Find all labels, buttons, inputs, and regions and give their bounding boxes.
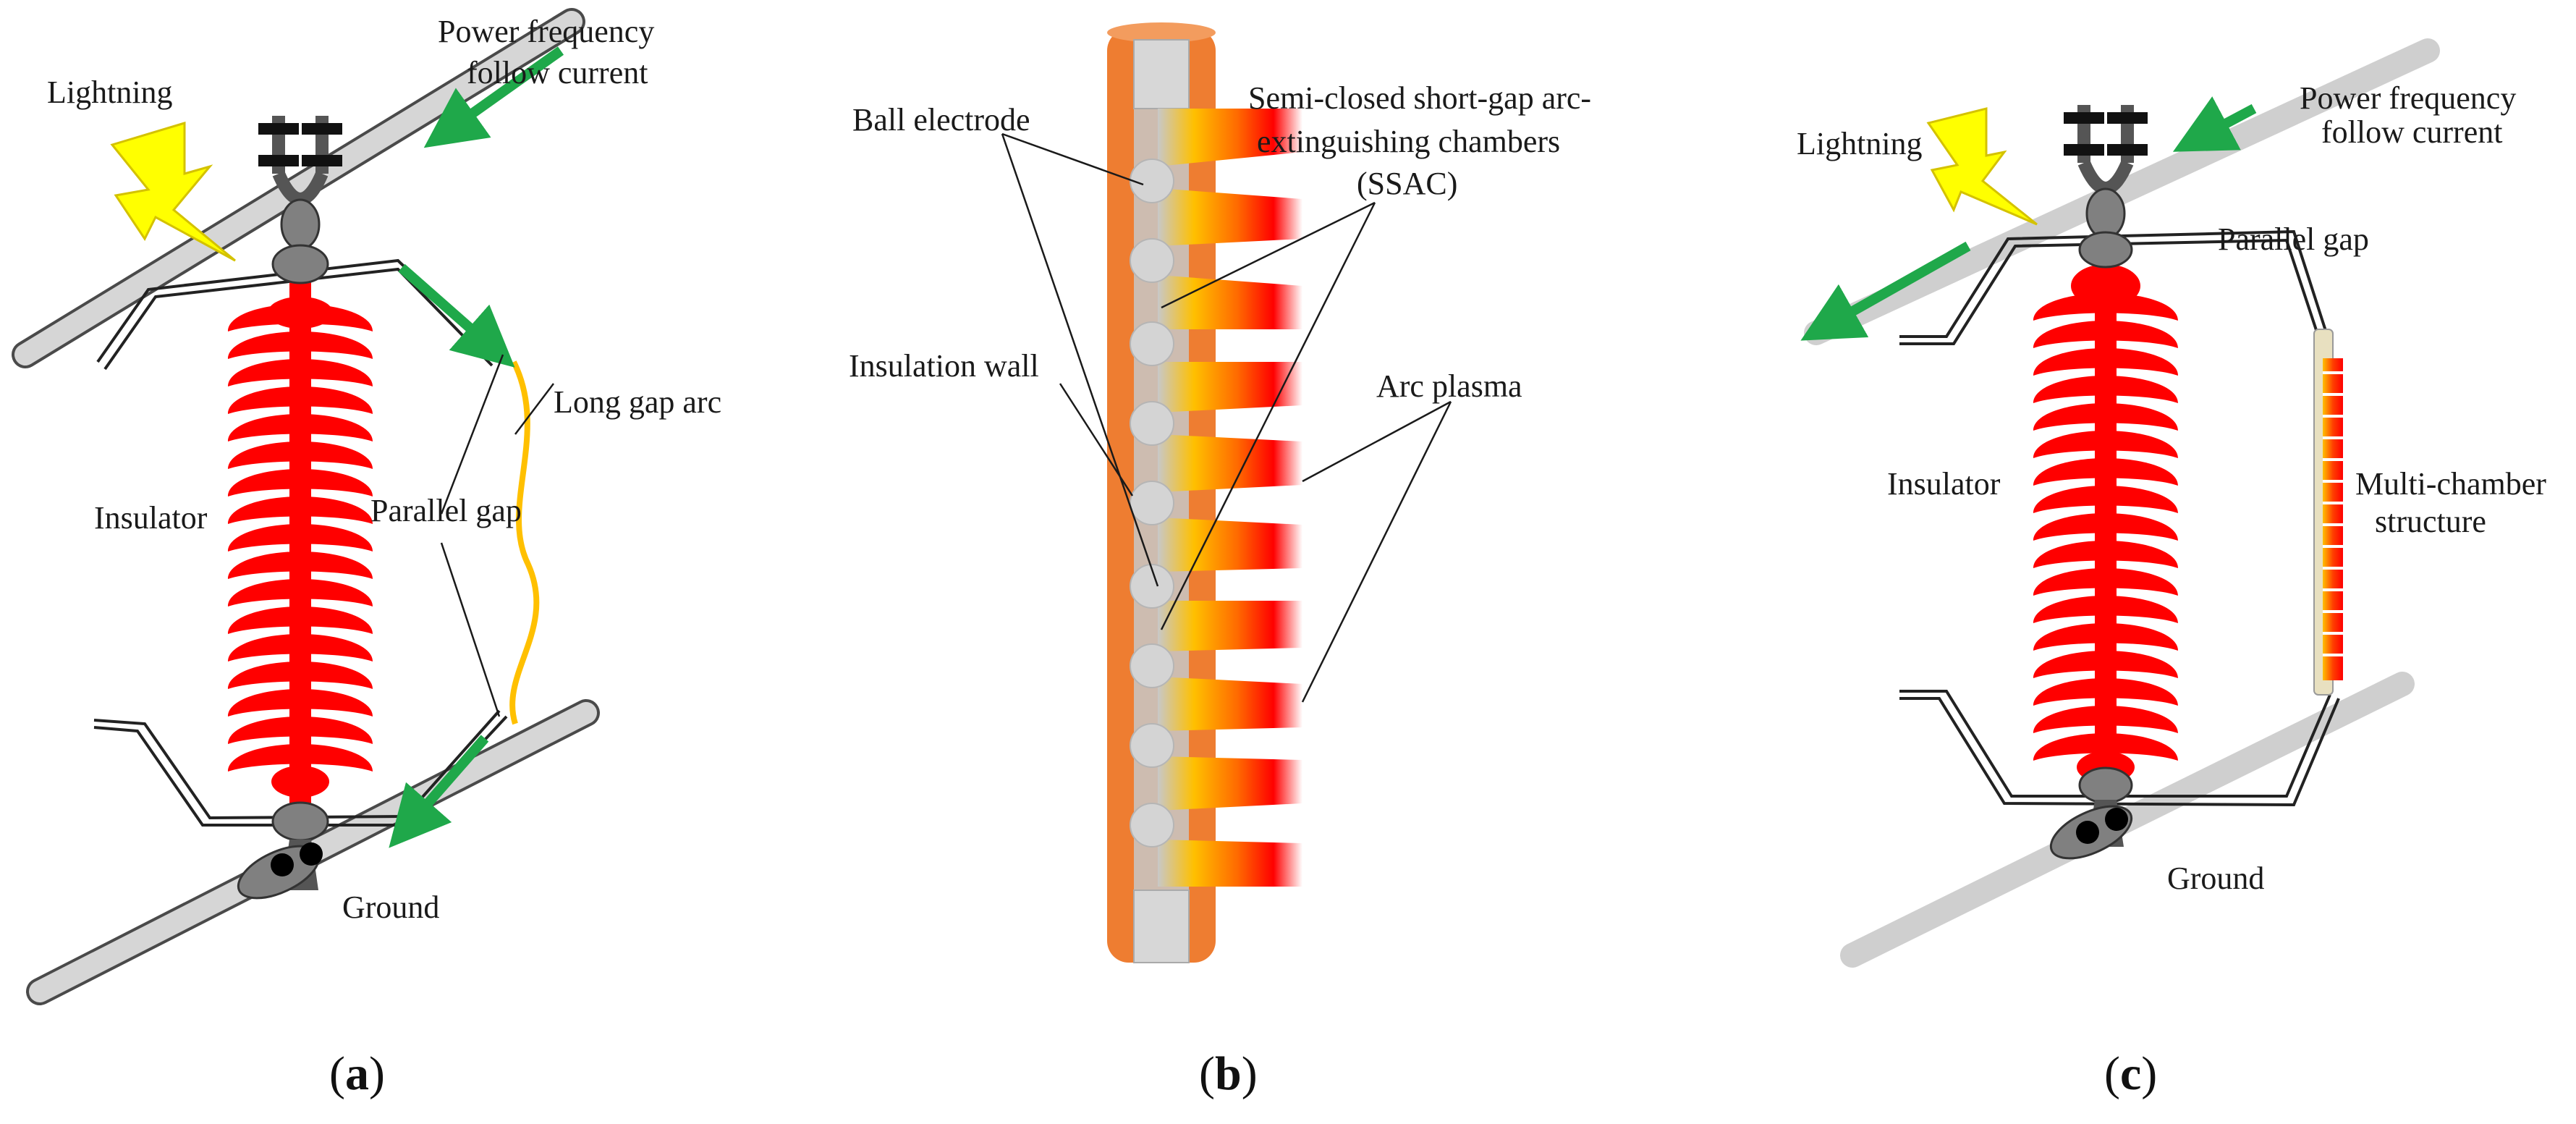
label-lightning-c: Lightning [1797,126,1923,161]
current-arrow-2 [398,263,515,368]
panel-c: Lightning Power frequency follow current… [1797,38,2546,1100]
label-insulator-c: Insulator [1887,466,2001,502]
caption-b: (b) [1199,1047,1258,1100]
label-arc-plasma: Arc plasma [1376,368,1522,404]
lightning-bolt-c [1926,107,2038,226]
label-multi-chamber: Multi-chamber [2355,466,2546,502]
label-insulator-a: Insulator [94,500,208,536]
label-ball-electrode: Ball electrode [852,102,1030,138]
label-structure: structure [2375,504,2486,539]
label-parallel-gap-a: Parallel gap [370,493,522,528]
current-arrow-3 [389,735,489,848]
label-insulation-wall: Insulation wall [849,348,1039,384]
caption-c: (c) [2104,1047,2157,1100]
long-gap-arc [509,360,540,725]
label-long-gap-arc: Long gap arc [554,384,721,420]
caption-a: (a) [329,1047,385,1100]
panel-a: Power frequency follow current Lightning… [12,8,721,1100]
label-ssac-line1: Semi-closed short-gap arc- [1248,80,1591,116]
current-arrow-c1 [2172,96,2257,152]
panel-b: Ball electrode Semi-closed short-gap arc… [849,22,1591,1100]
label-ssac-line3: (SSAC) [1357,166,1457,201]
bottom-clamp-c [2049,766,2133,860]
label-ground-a: Ground [342,890,439,925]
label-ground-c: Ground [2167,861,2264,896]
ball-electrodes [1130,159,1174,848]
insulator-a [228,297,373,798]
label-lightning-a: Lightning [47,75,173,110]
lightning-bolt-a [110,121,236,262]
current-arrow-1 [423,46,564,148]
bottom-clamp-a [237,801,329,900]
label-power-frequency-c: Power frequency [2300,80,2516,116]
gap-frame-c [1899,229,2340,807]
current-arrow-c2 [1800,241,1971,341]
label-follow-current-a: follow current [467,55,648,90]
label-follow-current-c: follow current [2321,114,2502,150]
multi-chamber-structure [2313,329,2344,696]
arc-chambers [1158,109,1302,887]
label-power-frequency-a: Power frequency [438,14,654,49]
label-ssac-line2: extinguishing chambers [1257,124,1560,159]
label-parallel-gap-c: Parallel gap [2218,221,2369,257]
upper-conductor-c [1804,38,2440,345]
